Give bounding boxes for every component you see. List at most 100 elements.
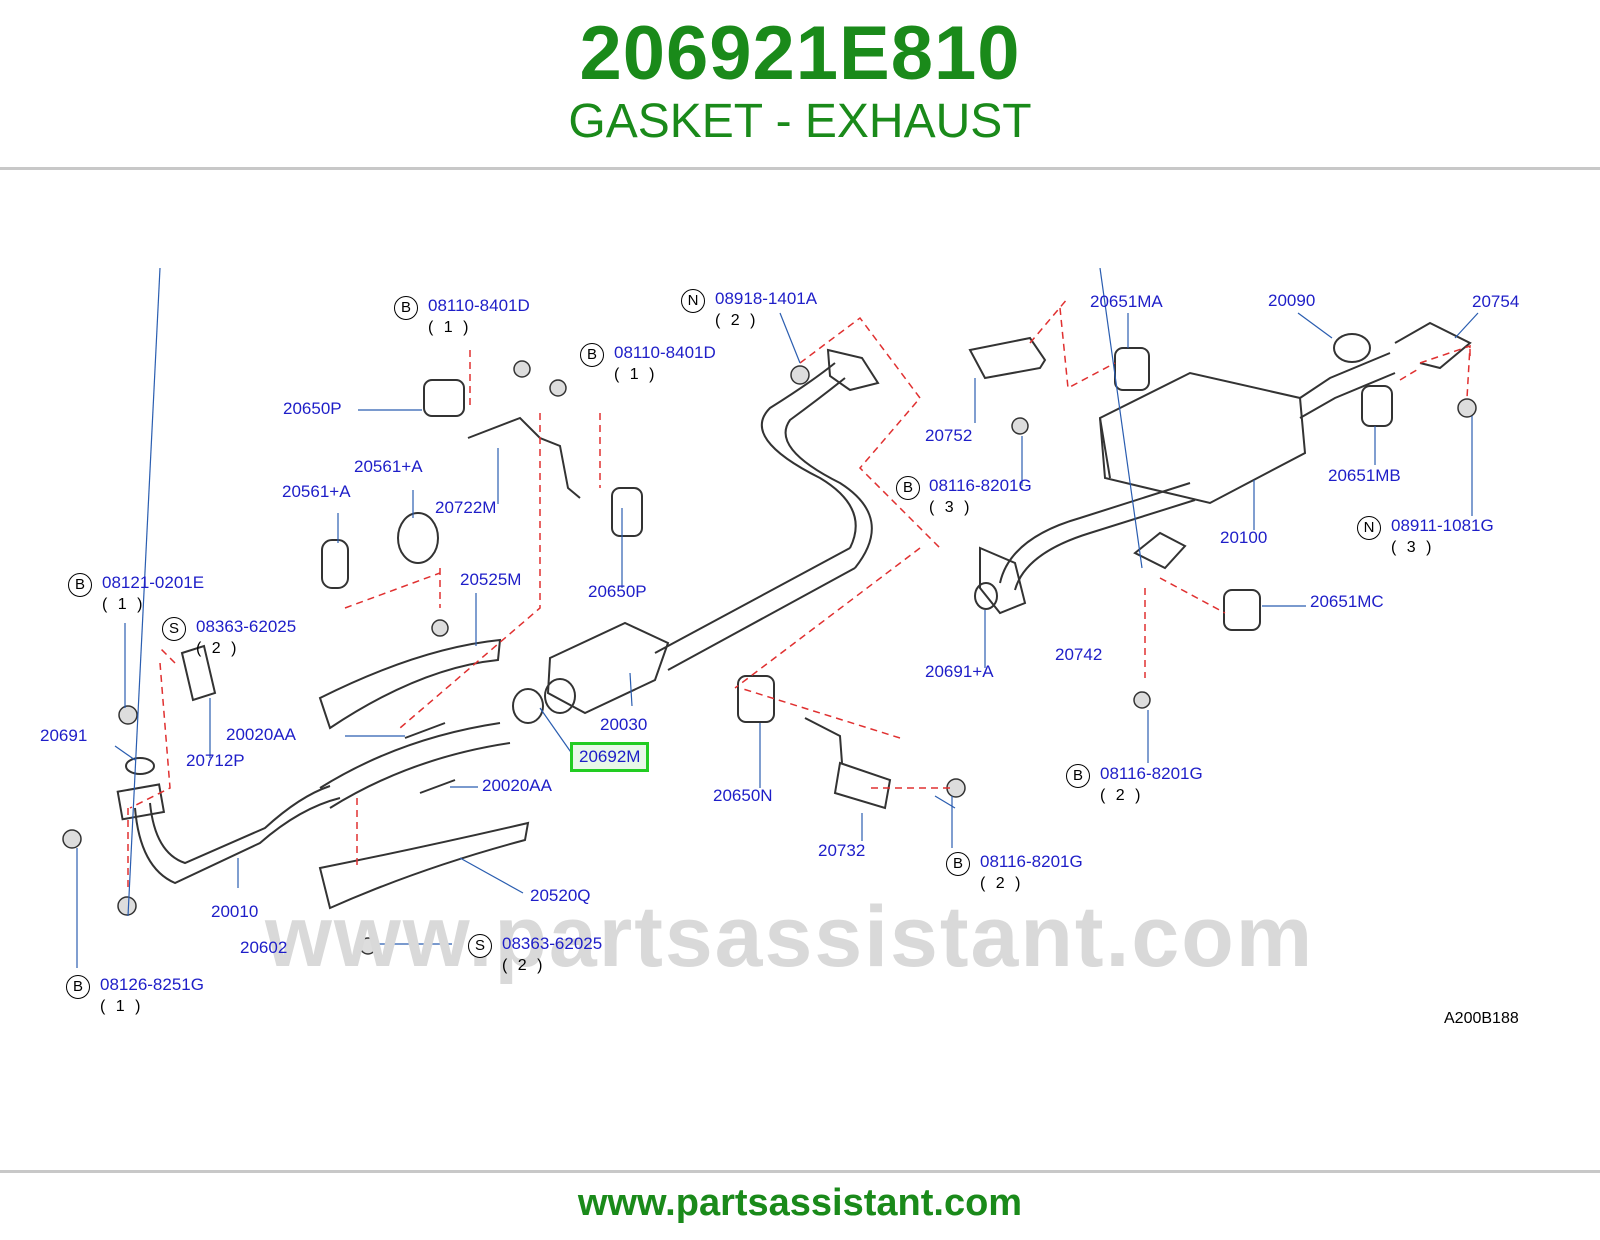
fastener-code: 08116-8201G	[980, 852, 1083, 871]
footer-url[interactable]: www.partsassistant.com	[577, 1182, 1023, 1224]
callout-20692M-highlighted[interactable]: 20692M	[570, 742, 650, 772]
bolt-08116-a	[1011, 417, 1029, 435]
footer-divider	[0, 1170, 1600, 1173]
nut-20602	[117, 896, 137, 916]
fastener-code: 08363-62025	[502, 934, 603, 953]
bracket-20752	[968, 336, 1047, 380]
bracket-20732	[833, 761, 892, 810]
callout-20650P[interactable]: 20650P	[283, 399, 342, 418]
fastener-code: 08110-8401D	[428, 296, 530, 315]
fastener-code: 08126-8251G	[100, 975, 204, 994]
badge-s-icon: S	[468, 934, 492, 958]
callout-20650N[interactable]: 20650N	[713, 786, 773, 805]
fastener-qty: ( 1 )	[428, 319, 472, 336]
bolt-08110-a	[513, 360, 531, 378]
fastener-qty: ( 1 )	[614, 366, 658, 383]
callout-20010[interactable]: 20010	[211, 902, 259, 921]
part-description: GASKET - EXHAUST	[568, 95, 1032, 148]
callout-20732[interactable]: 20732	[818, 841, 866, 860]
callout-20030[interactable]: 20030	[600, 715, 648, 734]
main-muffler-20100	[1098, 371, 1307, 505]
stud-20020AA-2	[419, 779, 456, 794]
callout-20722M[interactable]: 20722M	[435, 498, 497, 517]
header: 206921E810 GASKET - EXHAUST	[0, 0, 1600, 168]
fastener-qty: ( 2 )	[715, 312, 759, 329]
front-pipe-20010	[134, 797, 341, 885]
bolt-08363-a	[431, 619, 449, 637]
heat-shield-20520Q	[318, 821, 530, 910]
part-number-title: 206921E810	[579, 11, 1021, 96]
fastener-qty: ( 3 )	[929, 499, 973, 516]
exhaust-diagram: www.partsassistant.com 20650P 20650P 205…	[0, 268, 1600, 1068]
hanger-20650N	[737, 675, 775, 723]
bolt-08121	[118, 705, 138, 725]
bolt-08110-b	[549, 379, 567, 397]
badge-b-icon: B	[946, 852, 970, 876]
diagram-reference-code: A200B188	[1444, 1010, 1519, 1027]
stud-20020AA	[404, 722, 446, 739]
heat-shield-20525M	[318, 638, 502, 730]
fastener-qty: ( 2 )	[502, 957, 546, 974]
bolt-08126	[62, 829, 82, 849]
badge-s-icon: S	[162, 617, 186, 641]
fastener-qty: ( 1 )	[100, 998, 144, 1015]
bolt-08363-b	[359, 937, 377, 955]
fastener-code: 08911-1081G	[1391, 516, 1494, 535]
fastener-qty: ( 1 )	[102, 596, 146, 613]
callout-20020AA-2[interactable]: 20020AA	[482, 776, 552, 795]
badge-b-icon: B	[580, 343, 604, 367]
callout-20525M[interactable]: 20525M	[460, 570, 522, 589]
tail-tip-20090	[1333, 333, 1371, 363]
hanger-20651MA	[1114, 347, 1150, 391]
header-divider	[0, 167, 1600, 170]
gasket-20692M	[512, 688, 544, 724]
callout-20742[interactable]: 20742	[1055, 645, 1103, 664]
badge-b-icon: B	[68, 573, 92, 597]
fastener-qty: ( 2 )	[980, 875, 1024, 892]
bracket-20722M	[467, 416, 581, 499]
hanger-20651MC	[1223, 589, 1261, 631]
callout-20602[interactable]: 20602	[240, 938, 288, 957]
gasket-20691A	[974, 582, 998, 610]
watermark: www.partsassistant.com	[265, 889, 1315, 985]
badge-n-icon: N	[681, 289, 705, 313]
fastener-code: 08110-8401D	[614, 343, 716, 362]
callout-20691[interactable]: 20691	[40, 726, 88, 745]
callout-20561A-2[interactable]: 20561+A	[282, 482, 351, 501]
bolt-08116-b	[1133, 691, 1151, 709]
badge-b-icon: B	[1066, 764, 1090, 788]
fastener-qty: ( 2 )	[196, 640, 240, 657]
callout-20712P[interactable]: 20712P	[186, 751, 245, 770]
callout-20520Q[interactable]: 20520Q	[530, 886, 591, 905]
callout-20754[interactable]: 20754	[1472, 292, 1520, 311]
hanger-20651MB	[1361, 385, 1393, 427]
gasket-20691	[125, 757, 155, 775]
callout-20651MC[interactable]: 20651MC	[1310, 592, 1384, 611]
exhaust-drawing	[62, 268, 1479, 968]
nut-08918	[790, 365, 810, 385]
converter-20030	[546, 621, 670, 715]
badge-b-icon: B	[66, 975, 90, 999]
plate-20712P	[180, 644, 217, 702]
callout-20691A[interactable]: 20691+A	[925, 662, 994, 681]
callout-20650P-2[interactable]: 20650P	[588, 582, 647, 601]
callout-20651MB[interactable]: 20651MB	[1328, 466, 1401, 485]
callout-20020AA[interactable]: 20020AA	[226, 725, 296, 744]
fastener-code: 08116-8201G	[1100, 764, 1203, 783]
clamp-20561A-2	[397, 512, 439, 564]
hanger-20650P-2	[611, 487, 643, 537]
fastener-code: 08363-62025	[196, 617, 297, 636]
badge-b-icon: B	[896, 476, 920, 500]
callout-20100[interactable]: 20100	[1220, 528, 1268, 547]
badge-n-icon: N	[1357, 516, 1381, 540]
hanger-20650P	[423, 379, 465, 417]
fastener-code: 08121-0201E	[102, 573, 205, 592]
callout-20090[interactable]: 20090	[1268, 291, 1316, 310]
nut-08911	[1457, 398, 1477, 418]
callout-20651MA[interactable]: 20651MA	[1090, 292, 1163, 311]
callout-20752[interactable]: 20752	[925, 426, 973, 445]
callout-20561A[interactable]: 20561+A	[354, 457, 423, 476]
bracket-20742	[1133, 531, 1187, 570]
clamp-20561A	[321, 539, 349, 589]
fastener-qty: ( 2 )	[1100, 787, 1144, 804]
